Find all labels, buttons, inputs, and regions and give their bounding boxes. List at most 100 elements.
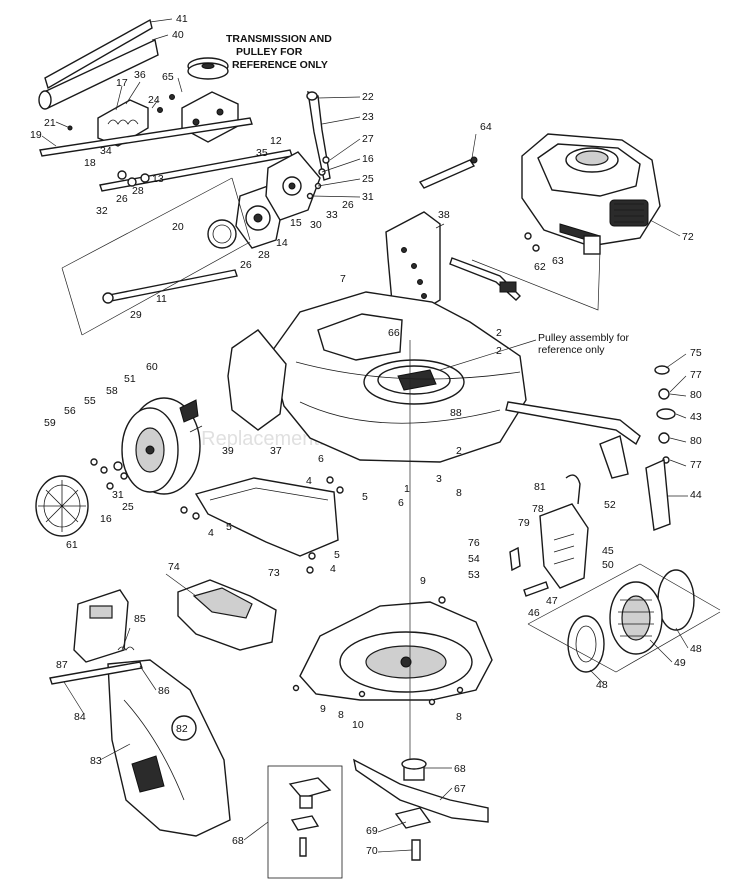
callout-2-mid: 2	[496, 345, 502, 357]
callout-28-lower: 28	[258, 249, 270, 261]
callout-9-upper: 9	[420, 575, 426, 587]
callout-7: 7	[340, 273, 346, 285]
callout-73: 73	[268, 567, 280, 579]
callout-12: 12	[270, 135, 282, 147]
callout-24: 24	[148, 94, 160, 106]
callout-14: 14	[276, 237, 288, 249]
callout-59: 59	[44, 417, 56, 429]
callout-49: 49	[674, 657, 686, 669]
callout-5-upper: 5	[362, 491, 368, 503]
callout-88-upper: 88	[450, 407, 462, 419]
callout-67: 67	[454, 783, 466, 795]
pulley-note-line1: Pulley assembly for	[538, 332, 630, 344]
engine	[418, 133, 661, 255]
callout-36: 36	[134, 69, 146, 81]
callout-84: 84	[74, 711, 86, 723]
callout-18: 18	[84, 157, 96, 169]
callout-80-upper: 80	[690, 389, 702, 401]
callout-26-upper: 26	[116, 193, 128, 205]
callout-51: 51	[124, 373, 136, 385]
callout-22: 22	[362, 91, 374, 103]
transmission-note-line3: REFERENCE ONLY	[232, 59, 328, 71]
transmission-note-line1: TRANSMISSION AND	[226, 33, 332, 45]
callout-6-lower: 6	[398, 497, 404, 509]
callout-45: 45	[602, 545, 614, 557]
callout-20: 20	[172, 221, 184, 233]
callout-37: 37	[270, 445, 282, 457]
callout-48-right: 48	[690, 643, 702, 655]
callout-50: 50	[602, 559, 614, 571]
callout-29: 29	[130, 309, 142, 321]
cable-bracket	[385, 211, 601, 319]
callout-79: 79	[518, 517, 530, 529]
callout-68-inset: 68	[232, 835, 244, 847]
callout-11: 11	[156, 293, 167, 305]
callouts: 41 40 65 36 17 24 21 19 34 18 13 28 26 3…	[30, 13, 702, 857]
callout-4-upper: 4	[306, 475, 312, 487]
callout-61: 61	[66, 539, 78, 551]
callout-78: 78	[532, 503, 544, 515]
callout-75: 75	[690, 347, 702, 359]
callout-10: 10	[352, 719, 364, 731]
callout-35: 35	[256, 147, 268, 159]
callout-21: 21	[44, 117, 56, 129]
left-wheel-assembly	[35, 397, 203, 537]
mower-deck	[227, 291, 641, 479]
mower-blade	[267, 758, 489, 879]
callout-66: 66	[388, 327, 400, 339]
callout-74: 74	[168, 561, 180, 573]
callout-62: 62	[534, 261, 546, 273]
callout-76: 76	[468, 537, 480, 549]
callout-8-mid: 8	[338, 709, 344, 721]
callout-86: 86	[158, 685, 170, 697]
callout-23: 23	[362, 111, 374, 123]
callout-47: 47	[546, 595, 558, 607]
callout-38: 38	[438, 209, 450, 221]
callout-15: 15	[290, 217, 302, 229]
callout-8-upper: 8	[456, 487, 462, 499]
callout-41: 41	[176, 13, 188, 25]
callout-58: 58	[106, 385, 118, 397]
callout-32: 32	[96, 205, 108, 217]
rear-flap	[180, 476, 344, 574]
callout-25-upper: 25	[362, 173, 374, 185]
callout-72: 72	[682, 231, 694, 243]
callout-68-blade: 68	[454, 763, 466, 775]
callout-85: 85	[134, 613, 146, 625]
callout-77-upper: 77	[690, 369, 702, 381]
callout-2-upper: 2	[496, 327, 502, 339]
pulley-note-line2: reference only	[538, 344, 605, 356]
callout-5-lower: 5	[334, 549, 340, 561]
callout-17: 17	[116, 77, 128, 89]
callout-46: 46	[528, 607, 540, 619]
callout-26-mid: 26	[342, 199, 354, 211]
upper-bracket-assembly	[38, 18, 331, 336]
callout-39: 39	[222, 445, 234, 457]
callout-63: 63	[552, 255, 564, 267]
callout-26-lower: 26	[240, 259, 252, 271]
blade-housing	[292, 596, 493, 706]
callout-16-lower: 16	[100, 513, 112, 525]
callout-13: 13	[152, 173, 164, 185]
callout-19: 19	[30, 129, 42, 141]
callout-40: 40	[172, 29, 184, 41]
callout-64: 64	[480, 121, 492, 133]
callout-81: 81	[534, 481, 546, 493]
callout-56: 56	[64, 405, 76, 417]
callout-43: 43	[690, 411, 702, 423]
callout-65: 65	[162, 71, 174, 83]
callout-2-lower: 2	[456, 445, 462, 457]
callout-6-upper: 6	[318, 453, 324, 465]
callout-30: 30	[310, 219, 322, 231]
callout-4-lower: 4	[330, 563, 336, 575]
callout-1: 1	[404, 483, 410, 495]
callout-34: 34	[100, 145, 112, 157]
callout-60: 60	[146, 361, 158, 373]
callout-28-upper: 28	[132, 185, 144, 197]
callout-55: 55	[84, 395, 96, 407]
leader-lines	[41, 18, 689, 853]
callout-53: 53	[468, 569, 480, 581]
callout-48-lower: 48	[596, 679, 608, 691]
callout-80-lower: 80	[690, 435, 702, 447]
